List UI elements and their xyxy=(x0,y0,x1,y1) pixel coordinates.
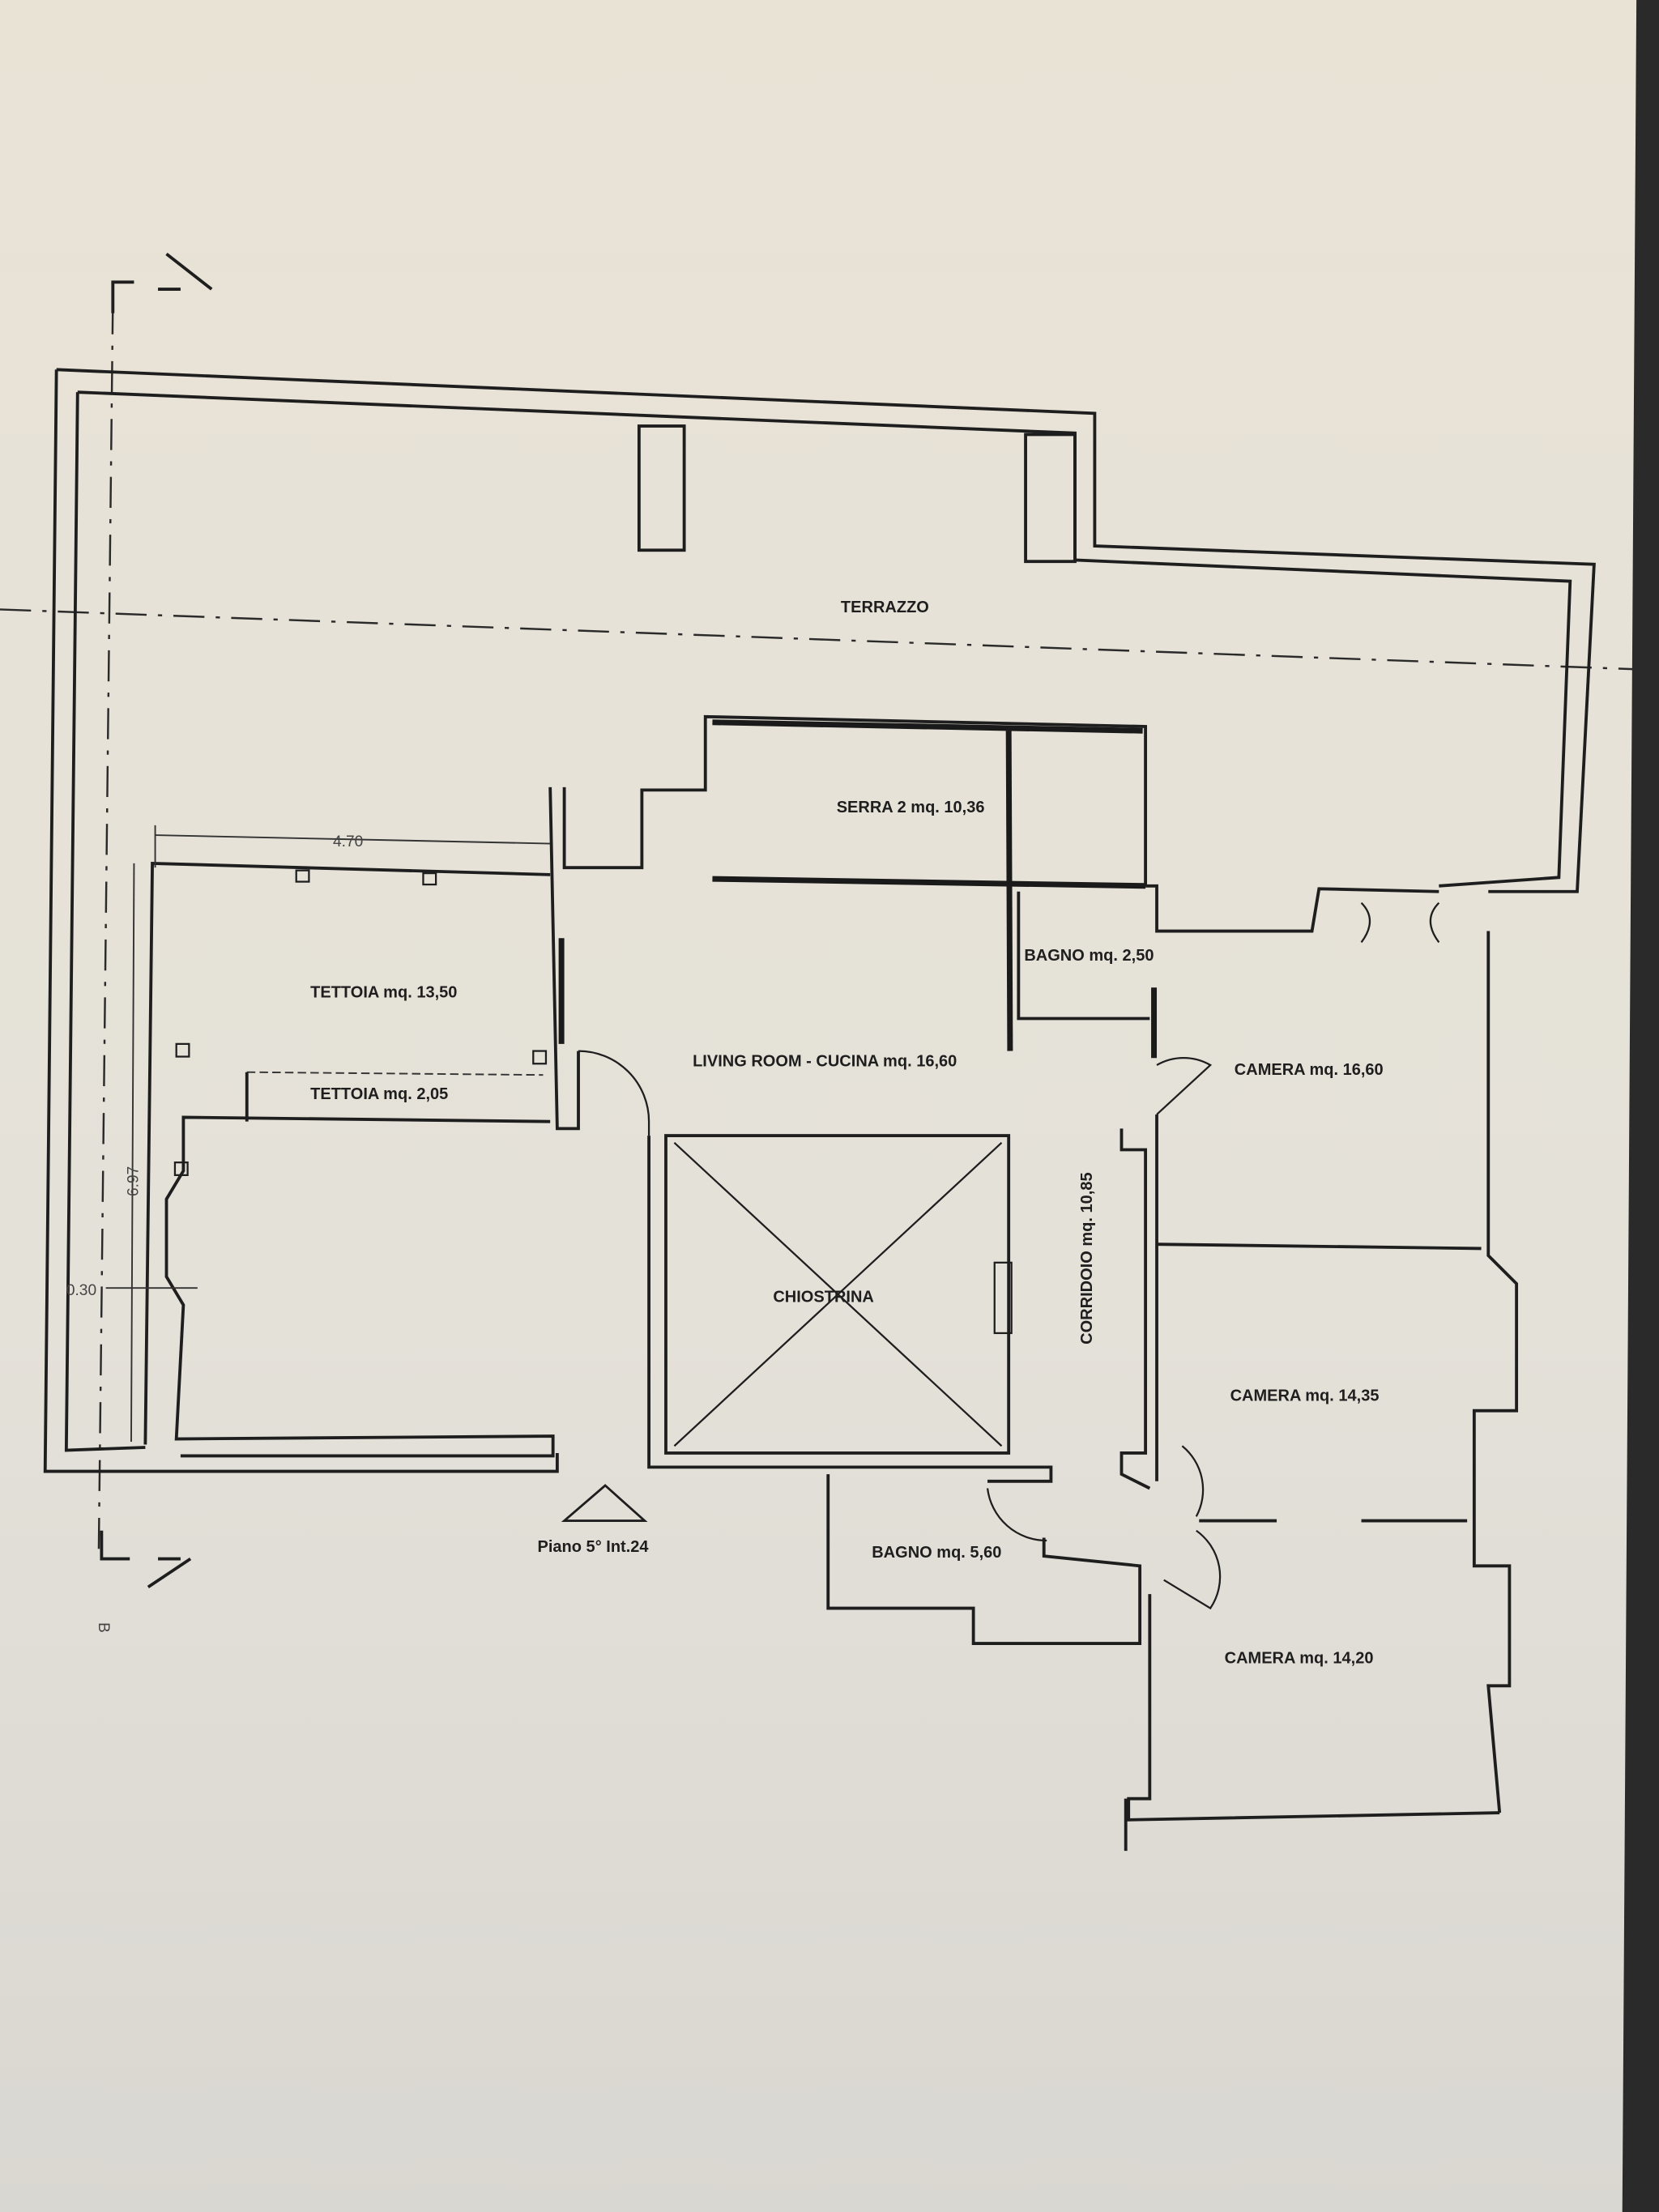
serra-divider xyxy=(1005,731,1013,1051)
page-edge-shadow xyxy=(1622,0,1659,2212)
floor-caption: Piano 5° Int.24 xyxy=(538,1538,650,1556)
tettoia-dashed-line xyxy=(246,1071,544,1076)
room-label-chiostrina: CHIOSTRINA xyxy=(773,1289,874,1306)
axis-line-horizontal xyxy=(0,608,1659,671)
planter xyxy=(637,424,686,552)
room-label-bagno-large: BAGNO mq. 5,60 xyxy=(872,1544,1001,1562)
door-swing xyxy=(986,1488,1047,1542)
camera-bottom-wall xyxy=(1127,1594,1500,1822)
room-label-bagno-small: BAGNO mq. 2,50 xyxy=(1024,947,1154,965)
room-label-tettoia-large: TETTOIA mq. 13,50 xyxy=(310,983,457,1001)
room-label-corridoio: CORRIDOIO mq. 10,85 xyxy=(1078,1172,1096,1344)
pillar xyxy=(532,1050,548,1065)
chiostrina-shaft xyxy=(664,1134,1011,1455)
window xyxy=(993,1261,1013,1335)
chiostrina-wall xyxy=(647,1136,1053,1483)
section-mark-bottom xyxy=(100,1530,192,1589)
door-swing xyxy=(1163,1445,1222,1610)
pillar xyxy=(175,1042,190,1058)
room-label-camera-3: CAMERA mq. 14,20 xyxy=(1225,1649,1374,1667)
terrace-left-inner xyxy=(64,392,146,1452)
living-left-wall xyxy=(548,786,580,1131)
axis-line-vertical xyxy=(97,303,114,1552)
serra-wall xyxy=(562,714,1148,886)
terrace-outer-wall xyxy=(56,368,1596,893)
room-label-camera-1: CAMERA mq. 16,60 xyxy=(1235,1061,1384,1079)
shaft-cross xyxy=(673,1141,1003,1447)
dimension-offset-label: 0.30 xyxy=(66,1282,96,1299)
exterior-right-wall xyxy=(1472,931,1519,1813)
camera-divider xyxy=(1157,1242,1482,1251)
section-mark-top xyxy=(111,252,213,313)
room-label-tettoia-small: TETTOIA mq. 2,05 xyxy=(310,1085,448,1103)
corridor-wall xyxy=(1120,1128,1151,1490)
enclosed-room-wall xyxy=(164,1115,555,1458)
serra-glass-wall xyxy=(712,719,1143,734)
pillar xyxy=(173,1161,189,1176)
serra-glass-wall xyxy=(712,876,1146,889)
terrace-left-outer xyxy=(43,369,559,1473)
dimension-width-label: 4.70 xyxy=(333,833,363,850)
room-label-serra: SERRA 2 mq. 10,36 xyxy=(837,799,985,816)
terrace-inner-wall xyxy=(77,390,1572,888)
dimension-height-label: 6.97 xyxy=(126,1166,143,1196)
tettoia-wall xyxy=(143,861,551,1445)
room-label-camera-2: CAMERA mq. 14,35 xyxy=(1230,1387,1380,1405)
entrance-triangle-icon xyxy=(561,1484,648,1522)
dimension-line-height xyxy=(130,863,135,1443)
french-door xyxy=(1360,901,1440,944)
pillar xyxy=(422,872,437,886)
camera-top-wall xyxy=(1145,884,1439,933)
dimension-line-width xyxy=(155,834,551,845)
room-label-living: LIVING ROOM - CUCINA mq. 16,60 xyxy=(693,1053,957,1071)
section-mark-label: B xyxy=(95,1622,112,1633)
door-swing xyxy=(1156,1057,1213,1115)
bagno-small-wall xyxy=(1017,891,1150,1021)
pillar xyxy=(295,869,310,883)
room-label-terrazzo: TERRAZZO xyxy=(841,599,929,616)
bagno-large-wall xyxy=(826,1474,1142,1646)
door-swing xyxy=(578,1050,650,1136)
chimney xyxy=(1024,433,1077,564)
